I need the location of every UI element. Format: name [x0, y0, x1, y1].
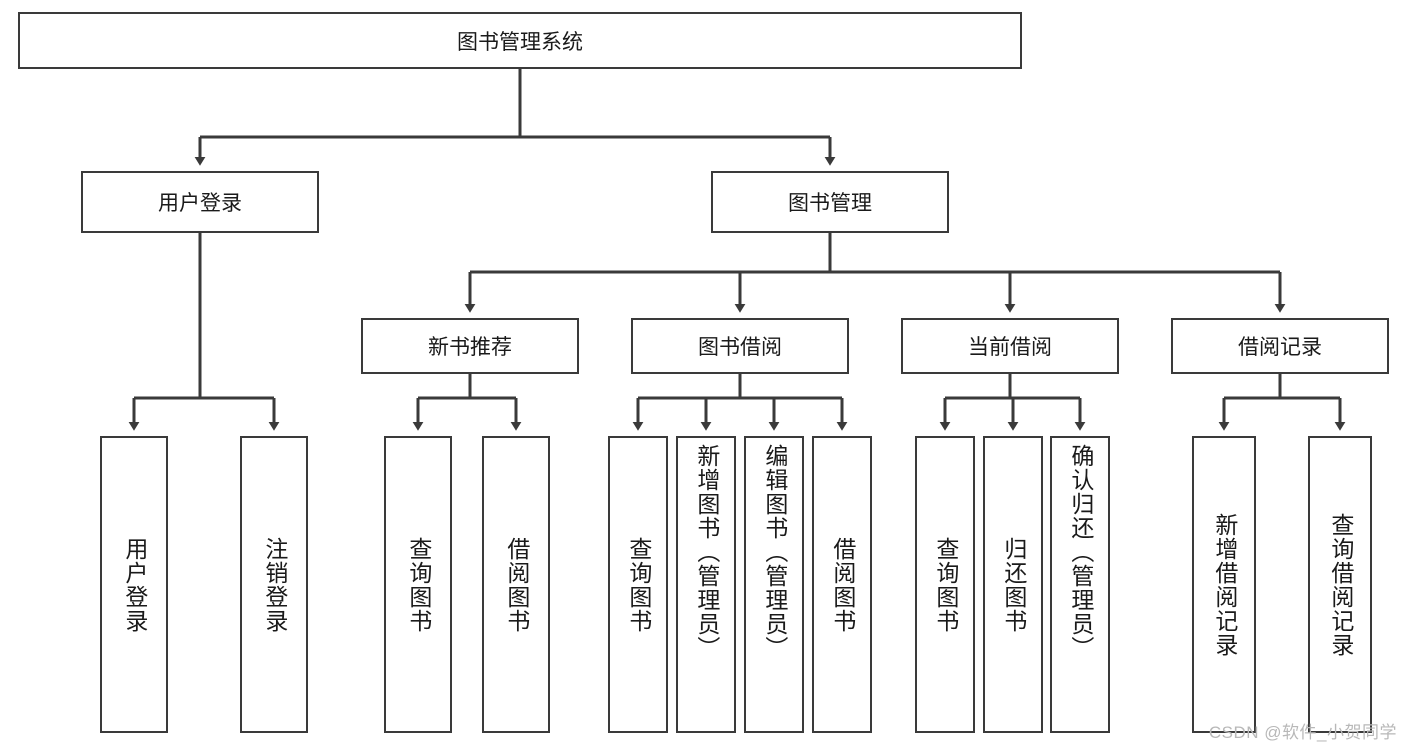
node-book-borrow-label: 图书借阅: [698, 336, 782, 359]
node-borrow-records-label: 借阅记录: [1238, 336, 1322, 359]
leaf-return-books[interactable]: 归还图书: [983, 436, 1043, 733]
leaf-query-books-borrow-label: 查询图书: [625, 536, 652, 633]
leaf-borrow-books-recommend[interactable]: 借阅图书: [482, 436, 550, 733]
leaf-confirm-return-admin-label: 确认归还（管理员）: [1067, 444, 1094, 660]
leaf-user-login-label: 用户登录: [121, 536, 148, 633]
leaf-query-books-borrow[interactable]: 查询图书: [608, 436, 668, 733]
node-root[interactable]: 图书管理系统: [18, 12, 1022, 69]
node-borrow-records[interactable]: 借阅记录: [1171, 318, 1389, 374]
node-book-borrow[interactable]: 图书借阅: [631, 318, 849, 374]
leaf-query-books-current[interactable]: 查询图书: [915, 436, 975, 733]
leaf-edit-book-admin-label: 编辑图书（管理员）: [761, 444, 788, 660]
leaf-query-books-current-label: 查询图书: [932, 536, 959, 633]
leaf-return-books-label: 归还图书: [1000, 536, 1027, 633]
node-current-borrow[interactable]: 当前借阅: [901, 318, 1119, 374]
leaf-borrow-books-recommend-label: 借阅图书: [503, 536, 530, 633]
leaf-query-borrow-record-label: 查询借阅记录: [1327, 512, 1354, 657]
leaf-add-borrow-record-label: 新增借阅记录: [1211, 512, 1238, 657]
node-current-borrow-label: 当前借阅: [968, 336, 1052, 359]
leaf-user-login[interactable]: 用户登录: [100, 436, 168, 733]
leaf-add-book-admin-label: 新增图书（管理员）: [693, 444, 720, 660]
watermark: CSDN @软件_小贺同学: [1208, 723, 1397, 742]
leaf-query-books-recommend[interactable]: 查询图书: [384, 436, 452, 733]
leaf-confirm-return-admin[interactable]: 确认归还（管理员）: [1050, 436, 1110, 733]
node-book-management[interactable]: 图书管理: [711, 171, 949, 233]
node-user-login-label: 用户登录: [158, 192, 242, 215]
node-book-management-label: 图书管理: [788, 192, 872, 215]
leaf-user-logout-label: 注销登录: [261, 536, 288, 633]
leaf-query-borrow-record[interactable]: 查询借阅记录: [1308, 436, 1372, 733]
leaf-add-book-admin[interactable]: 新增图书（管理员）: [676, 436, 736, 733]
node-user-login[interactable]: 用户登录: [81, 171, 319, 233]
node-new-book-recommend-label: 新书推荐: [428, 336, 512, 359]
leaf-borrow-books-label: 借阅图书: [829, 536, 856, 633]
leaf-query-books-recommend-label: 查询图书: [405, 536, 432, 633]
node-new-book-recommend[interactable]: 新书推荐: [361, 318, 579, 374]
leaf-user-logout[interactable]: 注销登录: [240, 436, 308, 733]
leaf-borrow-books[interactable]: 借阅图书: [812, 436, 872, 733]
leaf-edit-book-admin[interactable]: 编辑图书（管理员）: [744, 436, 804, 733]
leaf-add-borrow-record[interactable]: 新增借阅记录: [1192, 436, 1256, 733]
node-root-label: 图书管理系统: [457, 30, 583, 54]
